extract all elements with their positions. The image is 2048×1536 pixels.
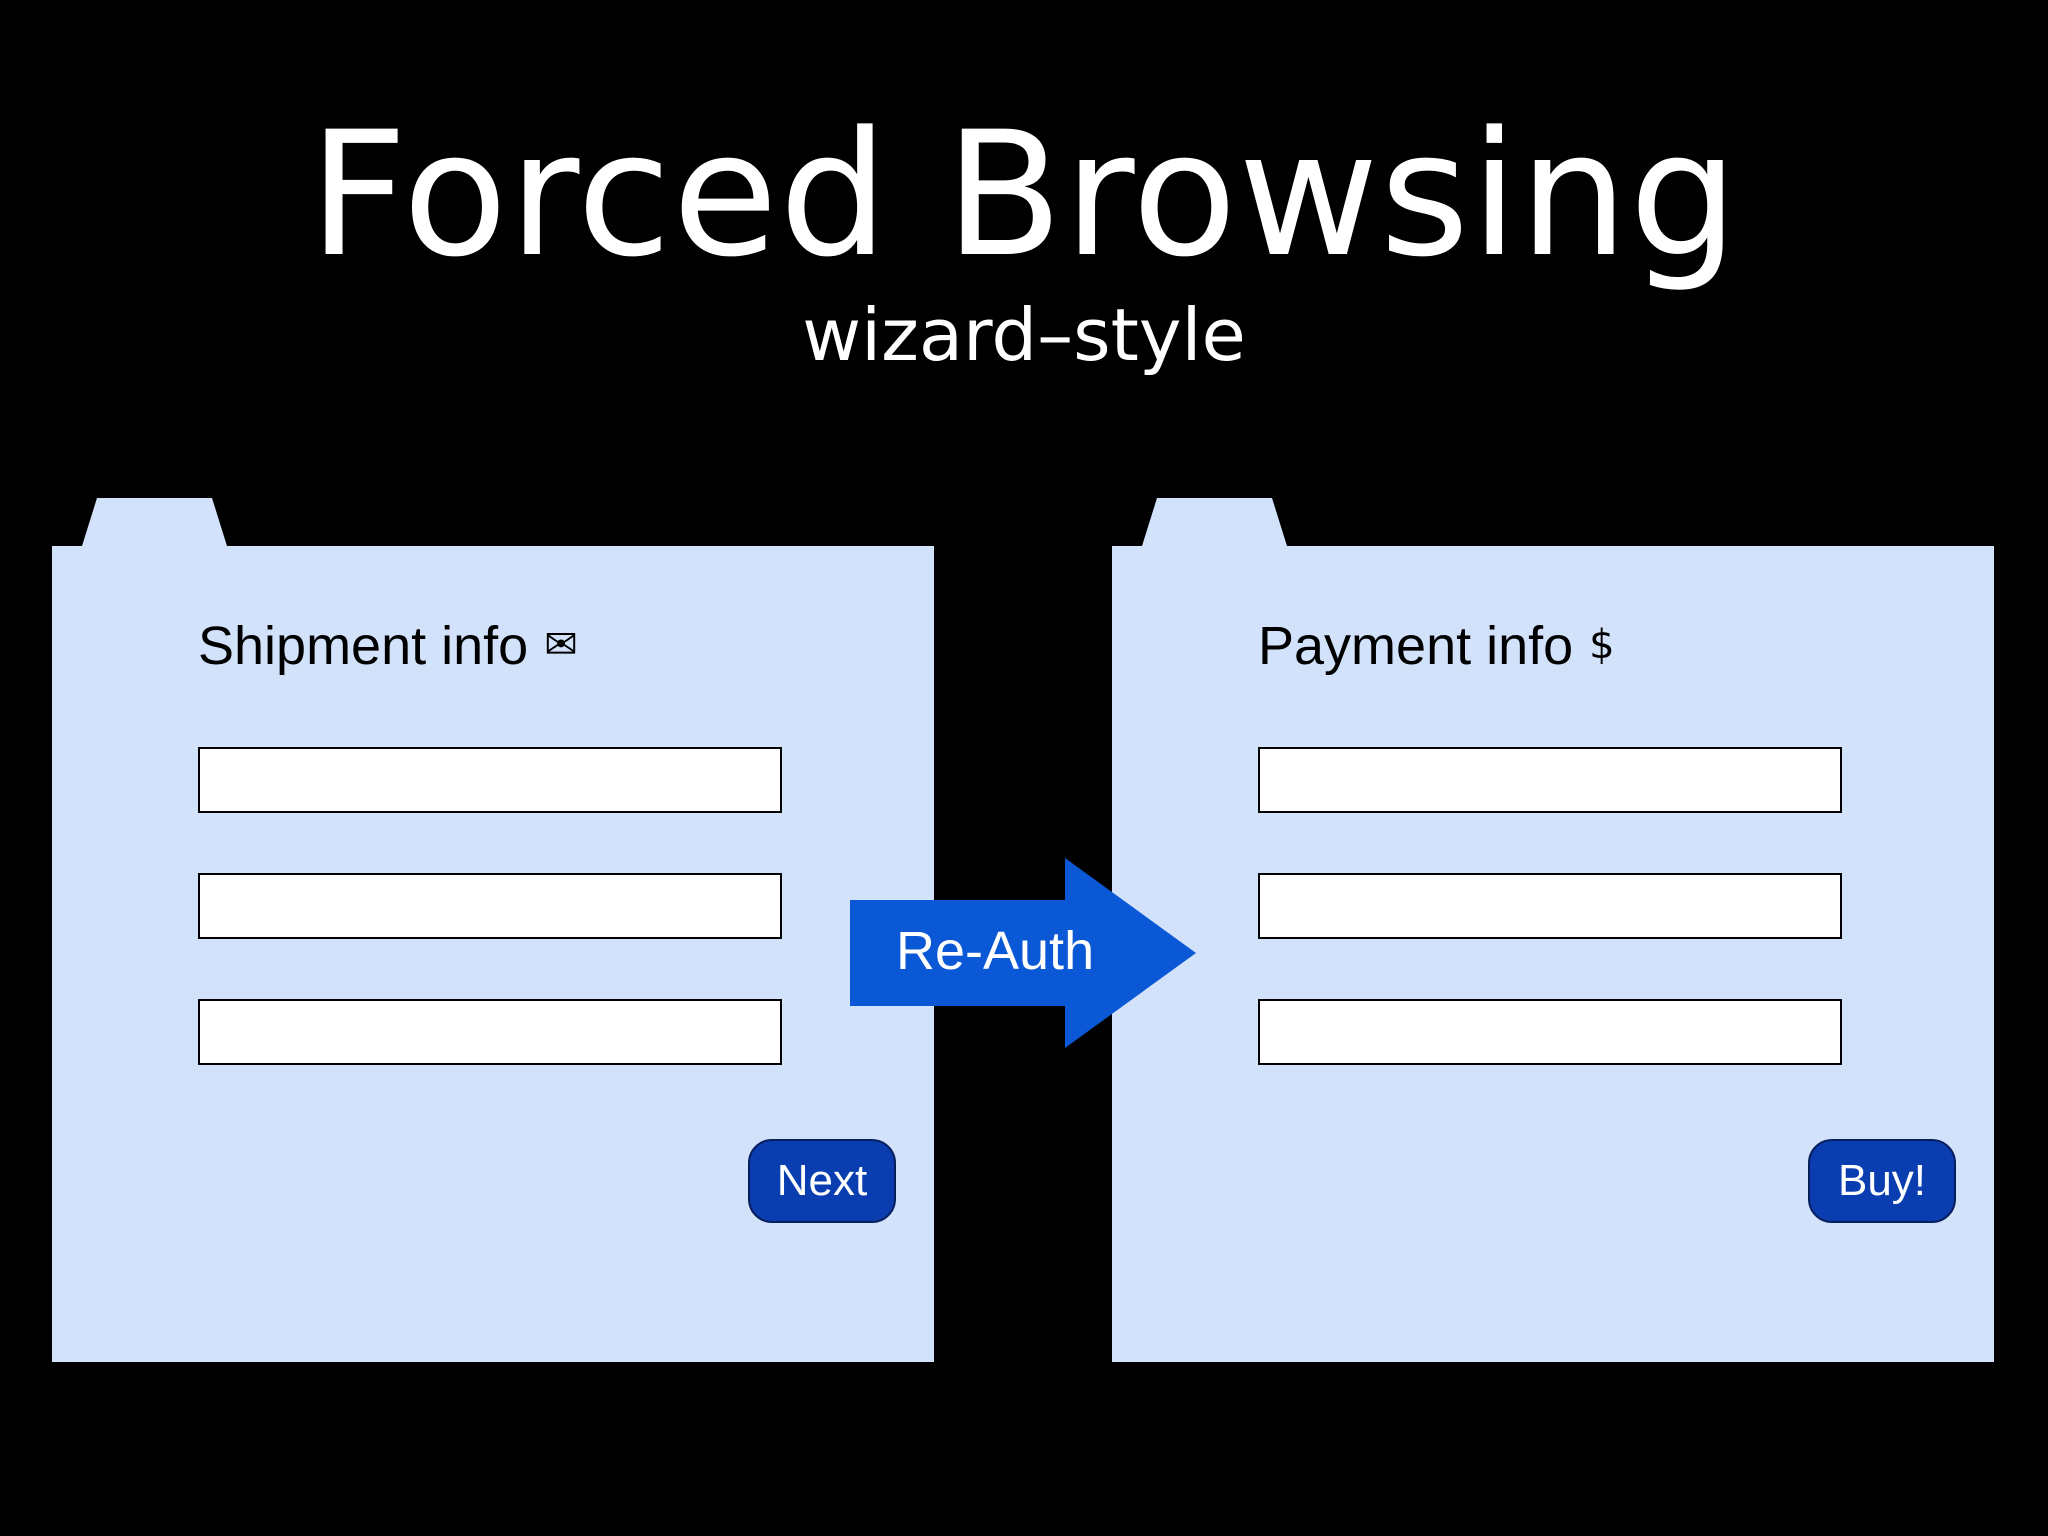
shipment-field-2[interactable] bbox=[198, 873, 782, 939]
panel-title: Shipment info ✉ bbox=[198, 610, 578, 681]
panel-title-text: Payment info bbox=[1258, 616, 1574, 676]
shipment-field-3[interactable] bbox=[198, 999, 782, 1065]
panel-title-text: Shipment info bbox=[198, 616, 529, 676]
payment-field-3[interactable] bbox=[1258, 999, 1842, 1065]
shipment-field-1[interactable] bbox=[198, 747, 782, 813]
arrow-label: Re-Auth bbox=[896, 921, 1095, 981]
payment-field-1[interactable] bbox=[1258, 747, 1842, 813]
slide-title: Forced Browsing bbox=[308, 94, 1740, 295]
panel-title: Payment info $ bbox=[1258, 610, 1615, 681]
arrow-right-icon bbox=[850, 858, 1196, 1048]
next-button[interactable]: Next bbox=[748, 1139, 896, 1223]
shipment-panel: Shipment info ✉ Next bbox=[52, 498, 934, 1362]
re-auth-arrow: Re-Auth bbox=[850, 858, 1198, 1048]
buy-button[interactable]: Buy! bbox=[1808, 1139, 1956, 1223]
payment-panel: Payment info $ Buy! bbox=[1112, 498, 1994, 1362]
dollar-icon: $ bbox=[1589, 622, 1615, 668]
payment-field-2[interactable] bbox=[1258, 873, 1842, 939]
slide-subtitle: wizard–style bbox=[802, 293, 1246, 377]
envelope-icon: ✉ bbox=[544, 622, 578, 668]
